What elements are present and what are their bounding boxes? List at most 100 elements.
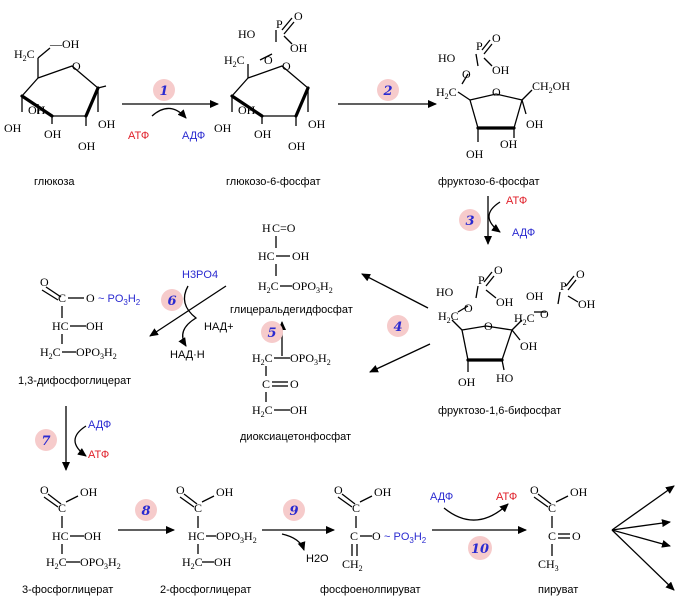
- dihydroxyacetone-phosphate-structure: H2C OPO3H2 C O H2C OH диоксиацетонфосфат: [240, 351, 351, 443]
- svg-text:C: C: [548, 529, 556, 543]
- bisphosphoglycerate-structure: O C O ~ PO3H2 HC OH H2C OPO3H2 1,3-дифос…: [18, 275, 141, 387]
- svg-text:OH: OH: [28, 103, 46, 117]
- glucose-6-phosphate-structure: P O HO OH H2C O O OH OH OH OH OH глюкозо…: [214, 9, 326, 188]
- 2-phosphoglycerate-structure: O C OH HC OPO3H2 H2C OH 2-фосфоглицерат: [160, 483, 257, 596]
- svg-text:OH: OH: [238, 103, 256, 117]
- svg-text:CH3: CH3: [538, 557, 559, 573]
- svg-text:OH: OH: [86, 319, 104, 333]
- svg-text:O: O: [86, 291, 95, 305]
- svg-text:C=O: C=O: [272, 221, 296, 235]
- step-badge-4: 4: [387, 315, 409, 337]
- svg-text:H2C: H2C: [438, 309, 459, 325]
- svg-text:C: C: [194, 501, 202, 515]
- svg-text:OH: OH: [570, 485, 588, 499]
- 3-phosphoglycerate-structure: O C OH HC OH H2C OPO3H2 3-фосфоглицерат: [22, 483, 121, 596]
- svg-text:O: O: [334, 483, 343, 497]
- svg-text:O: O: [282, 59, 291, 73]
- step6-nadh-label: НАД·Н: [170, 349, 205, 361]
- svg-text:C: C: [58, 291, 66, 305]
- svg-text:O: O: [540, 307, 549, 321]
- fructose-1-6-bisphosphate-structure: P O HO OH P O OH OH H2C O O H2C O OH HO …: [436, 263, 596, 417]
- svg-text:OH: OH: [496, 295, 514, 309]
- svg-text:OPO3H2: OPO3H2: [76, 345, 117, 361]
- svg-text:C: C: [352, 501, 360, 515]
- glyceraldehyde-phosphate-label: глицеральдегидфосфат: [230, 304, 353, 316]
- svg-text:OH: OH: [520, 339, 538, 353]
- svg-text:9: 9: [289, 504, 298, 519]
- svg-text:1: 1: [159, 84, 168, 99]
- svg-text:H2C: H2C: [224, 53, 245, 69]
- svg-text:OH: OH: [308, 117, 326, 131]
- pyruvate-fate-arrow-1: [611, 485, 675, 531]
- svg-text:C: C: [58, 501, 66, 515]
- step7-atp-label: АТФ: [88, 449, 109, 461]
- svg-text:HO: HO: [496, 371, 514, 385]
- svg-text:OH: OH: [214, 121, 232, 135]
- svg-text:H: H: [262, 221, 271, 235]
- step-badge-7: 7: [35, 429, 57, 451]
- step1-side-arrow: [151, 107, 187, 119]
- svg-text:O: O: [40, 275, 49, 289]
- svg-text:OPO3H2: OPO3H2: [292, 279, 333, 295]
- step-badge-3: 3: [459, 209, 481, 231]
- svg-text:HO: HO: [436, 285, 454, 299]
- step4-arrow-to-gap: [361, 273, 429, 309]
- svg-text:OH: OH: [290, 41, 308, 55]
- svg-text:HC: HC: [52, 529, 69, 543]
- step6-phosphate-label: H3PO4: [182, 269, 218, 281]
- svg-text:HC: HC: [258, 249, 275, 263]
- dihydroxyacetone-phosphate-label: диоксиацетонфосфат: [240, 431, 351, 443]
- svg-text:~ PO3H2: ~ PO3H2: [384, 531, 427, 545]
- svg-text:H2C: H2C: [258, 279, 279, 295]
- svg-text:3: 3: [465, 214, 474, 229]
- svg-text:O: O: [264, 53, 273, 67]
- svg-text:4: 4: [393, 320, 402, 335]
- svg-text:C: C: [548, 501, 556, 515]
- svg-text:O: O: [372, 529, 381, 543]
- svg-text:H2C: H2C: [514, 311, 535, 327]
- svg-text:C: C: [350, 529, 358, 543]
- svg-text:OH: OH: [578, 297, 596, 311]
- step1-adp-label: АДФ: [182, 130, 205, 142]
- step3-atp-label: АТФ: [506, 195, 527, 207]
- step4-arrow-to-dhap: [369, 343, 431, 373]
- svg-text:2: 2: [382, 84, 392, 99]
- glucose-label: глюкоза: [34, 176, 75, 188]
- svg-text:O: O: [176, 483, 185, 497]
- svg-text:OH: OH: [254, 127, 272, 141]
- svg-text:O: O: [576, 267, 585, 281]
- svg-text:6: 6: [167, 294, 176, 309]
- svg-text:O: O: [492, 31, 501, 45]
- step10-adp-label: АДФ: [430, 491, 453, 503]
- svg-text:C: C: [262, 377, 270, 391]
- svg-text:H2C: H2C: [182, 555, 203, 571]
- svg-text:OH: OH: [78, 139, 96, 153]
- step6-arrow: [149, 285, 227, 337]
- cofactors: АТФ АДФ АТФ АДФ H3PO4 НАД+ НАД·Н АДФ АТФ…: [88, 130, 535, 565]
- svg-text:OH: OH: [526, 289, 544, 303]
- reaction-arrows: [62, 100, 675, 591]
- svg-text:H2C: H2C: [40, 345, 61, 361]
- svg-text:OH: OH: [458, 375, 476, 389]
- svg-text:OPO3H2: OPO3H2: [80, 555, 121, 571]
- step3-adp-label: АДФ: [512, 227, 535, 239]
- svg-text:HO: HO: [238, 27, 256, 41]
- svg-text:P: P: [560, 279, 567, 293]
- svg-text:O: O: [484, 319, 493, 333]
- step6-side-arrow: [178, 285, 198, 347]
- step7-adp-label: АДФ: [88, 419, 111, 431]
- svg-text:OH: OH: [98, 117, 116, 131]
- step6-nad-label: НАД+: [204, 321, 234, 333]
- step-badges: 1 2 3 4 5 6 7 8 9 10: [35, 79, 492, 560]
- svg-text:O: O: [530, 483, 539, 497]
- svg-text:O: O: [462, 67, 471, 81]
- svg-text:OH: OH: [292, 249, 310, 263]
- svg-text:OH: OH: [4, 121, 22, 135]
- svg-text:OPO3H2: OPO3H2: [216, 529, 257, 545]
- fructose-6-phosphate-label: фруктозо-6-фосфат: [438, 176, 540, 188]
- svg-text:H2C: H2C: [14, 47, 35, 63]
- svg-text:OH: OH: [84, 529, 102, 543]
- svg-text:10: 10: [471, 542, 489, 557]
- svg-text:H2C: H2C: [436, 85, 457, 101]
